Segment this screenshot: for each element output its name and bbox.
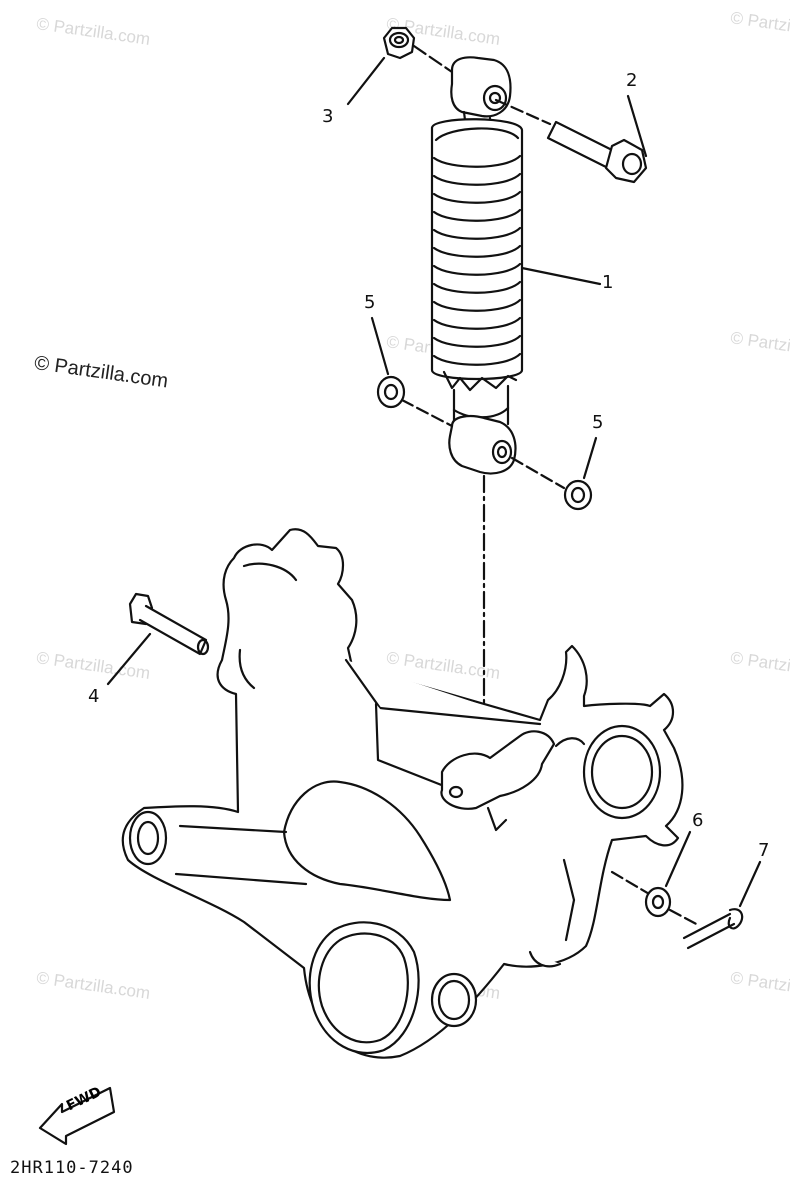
leader-line-1 [520,266,602,286]
callout-5-upper: 5 [364,292,376,313]
leader-line-3 [346,56,386,106]
swingarm [121,528,684,1059]
callout-6: 6 [692,810,704,831]
callout-3: 3 [322,106,334,127]
leader-line-5-lower [582,436,598,480]
leader-line-2 [626,94,648,158]
callout-4: 4 [88,686,100,707]
shock-absorber-part-1 [430,56,524,475]
callout-2: 2 [626,70,638,91]
washer-part-6 [644,886,672,918]
pivot-bolt-part-4 [128,592,210,656]
leader-line-5-upper [370,316,390,376]
cotter-pin-part-7 [682,908,744,950]
callout-5-lower: 5 [592,412,604,433]
diagram-part-number: 2HR110-7240 [10,1158,134,1178]
callout-1: 1 [602,272,614,293]
callout-7: 7 [758,840,770,861]
washer-part-5-lower [563,479,593,511]
leader-line-7 [738,860,762,908]
fwd-arrow-icon [38,1086,116,1146]
leader-line-4 [106,632,152,686]
washer-part-5-upper [376,375,406,409]
bolt-part-2 [494,98,648,184]
nut-part-3 [382,26,416,60]
leader-line-6 [664,830,692,888]
